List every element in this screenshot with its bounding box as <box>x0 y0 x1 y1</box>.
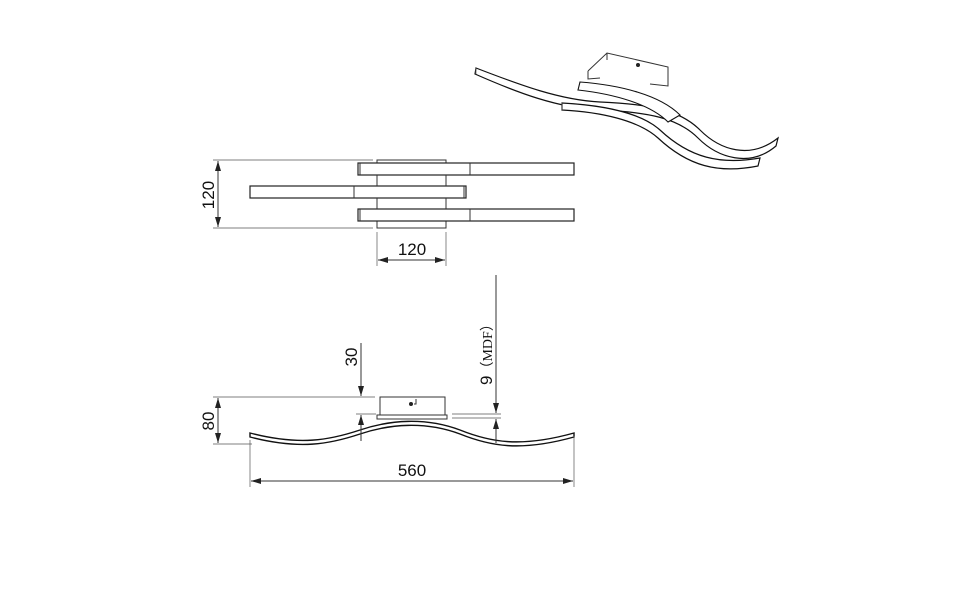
dimension-length: 560 <box>249 436 575 487</box>
dimension-width-top: 120 <box>376 232 447 266</box>
dimension-mdf: 9（MDF） <box>452 275 501 443</box>
screw-icon-iso <box>636 63 640 67</box>
light-bar-middle <box>249 185 467 199</box>
light-bar-bottom <box>357 208 575 222</box>
width-label: 120 <box>398 240 426 259</box>
light-bar-top <box>357 162 575 176</box>
wave-bar-middle <box>577 81 681 123</box>
length-label: 560 <box>398 461 426 480</box>
dimension-box-height: 30 <box>342 343 376 441</box>
isometric-view <box>474 52 780 170</box>
mdf-label: 9（MDF） <box>477 317 496 385</box>
side-view: 80 30 9（MDF） 560 <box>199 275 575 487</box>
mdf-plate <box>376 414 448 420</box>
dimension-height-top: 120 <box>199 159 373 229</box>
height-label: 120 <box>199 181 218 209</box>
box-height-label: 30 <box>342 348 361 367</box>
side-height-label: 80 <box>199 412 218 431</box>
wave-bar <box>249 420 575 447</box>
dimension-height-side: 80 <box>199 396 375 445</box>
wave-bar-front <box>561 102 761 170</box>
top-view: 120 120 <box>199 159 575 266</box>
mount-box <box>379 396 446 416</box>
screw-icon <box>409 402 413 406</box>
